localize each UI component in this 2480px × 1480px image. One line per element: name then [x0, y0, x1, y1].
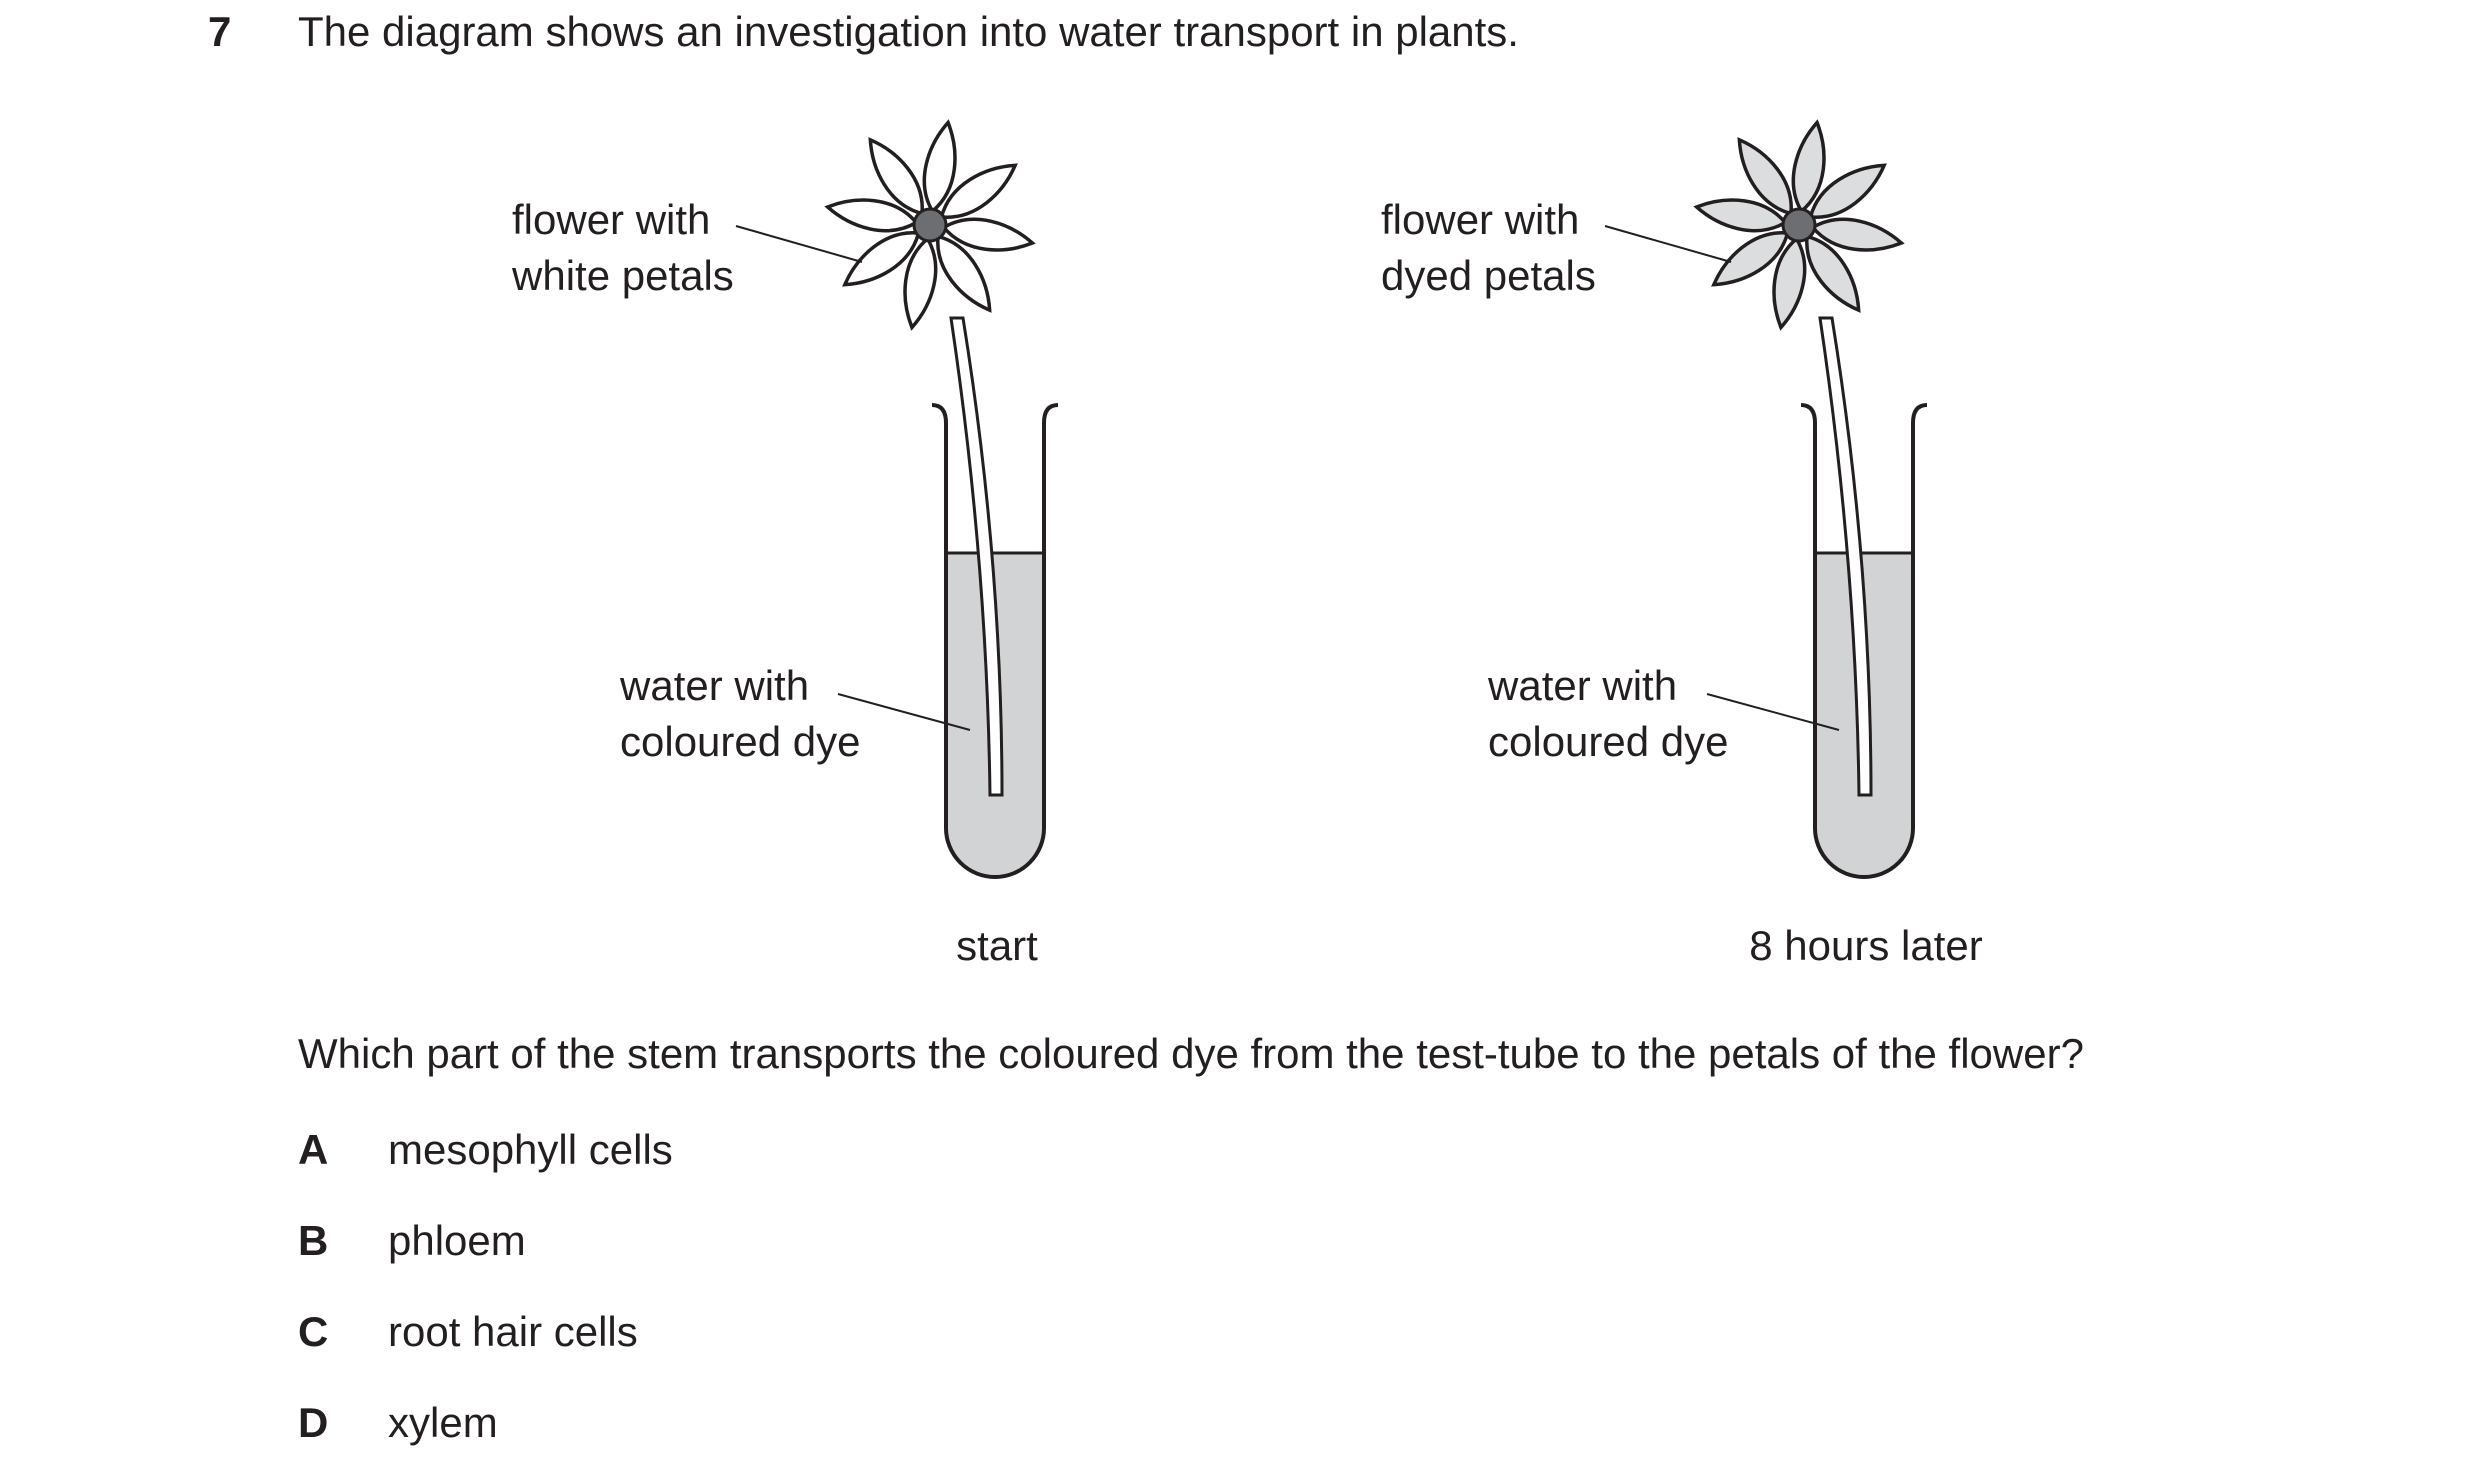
right-stem — [1818, 316, 1873, 797]
question-number: 7 — [208, 8, 232, 55]
right-flower-label-line1: flower with — [1381, 196, 1579, 243]
petal — [1810, 217, 1905, 252]
petal — [1808, 163, 1887, 219]
petal — [939, 163, 1018, 219]
left-flower-label-line — [735, 225, 863, 263]
petal — [936, 234, 992, 313]
option-letter: C — [298, 1308, 329, 1355]
left-flower-label-line1: flower with — [512, 196, 710, 243]
left-water-label-line1: water with — [619, 662, 809, 709]
option-letter: B — [298, 1217, 329, 1264]
petal — [842, 231, 921, 287]
left-setup: flower with white petals water with colo… — [511, 119, 1059, 969]
petal — [1805, 234, 1861, 313]
option-text: xylem — [388, 1399, 498, 1446]
option-text: phloem — [388, 1217, 526, 1264]
petal — [1791, 119, 1826, 214]
left-stem — [949, 316, 1004, 797]
petal — [1711, 231, 1790, 287]
option-text: root hair cells — [388, 1308, 638, 1355]
right-water-label-line2: coloured dye — [1488, 718, 1729, 765]
left-test-tube — [931, 403, 1059, 879]
left-water-label-line2: coloured dye — [620, 718, 861, 765]
right-flower-label-line — [1604, 225, 1732, 263]
left-flower — [824, 119, 1036, 331]
petal — [1772, 236, 1807, 331]
petal — [941, 217, 1036, 252]
right-water-label-line — [1706, 693, 1840, 731]
option-letter: D — [298, 1399, 329, 1446]
right-flower-label-line2: dyed petals — [1381, 252, 1596, 299]
option-letter: A — [298, 1126, 329, 1173]
right-setup: flower with dyed petals water with colou… — [1381, 119, 1983, 969]
left-caption: start — [956, 922, 1038, 969]
petal — [903, 236, 938, 331]
right-test-tube — [1800, 403, 1928, 879]
petal — [1693, 198, 1788, 233]
investigation-diagram: flower with white petals water with colo… — [511, 119, 1983, 969]
question-prompt: Which part of the stem transports the co… — [298, 1030, 2084, 1077]
left-water-label-line — [837, 693, 971, 731]
flower-centre — [1781, 207, 1817, 243]
petal — [868, 137, 924, 216]
petal — [824, 198, 919, 233]
left-flower-label-line2: white petals — [511, 252, 734, 299]
option-text: mesophyll cells — [388, 1126, 673, 1173]
flower-centre — [912, 207, 948, 243]
petal — [922, 119, 957, 214]
petal — [1737, 137, 1793, 216]
question-stem: The diagram shows an investigation into … — [298, 8, 1519, 55]
right-flower — [1693, 119, 1905, 331]
right-water-label-line1: water with — [1487, 662, 1677, 709]
right-caption: 8 hours later — [1749, 922, 1982, 969]
